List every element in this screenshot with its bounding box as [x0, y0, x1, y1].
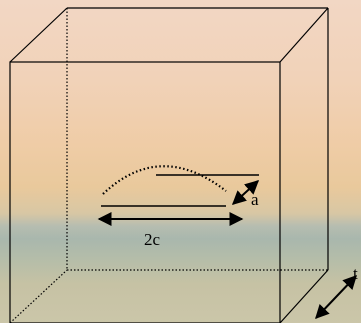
crack-depth-arrow — [231, 180, 260, 205]
cube-bottom-left-hidden-edge — [9, 269, 68, 323]
crack-depth-label: a — [251, 190, 259, 209]
thickness-label: t — [353, 264, 358, 283]
cube-top-left-edge — [9, 7, 68, 63]
cube-bottom-right-edge — [279, 269, 329, 323]
cube-front-face — [9, 61, 281, 323]
cube-top-right-edge — [279, 7, 329, 63]
crack-length-label: 2c — [144, 230, 161, 249]
crack-arc — [102, 165, 227, 195]
thickness-arrow — [315, 274, 357, 320]
